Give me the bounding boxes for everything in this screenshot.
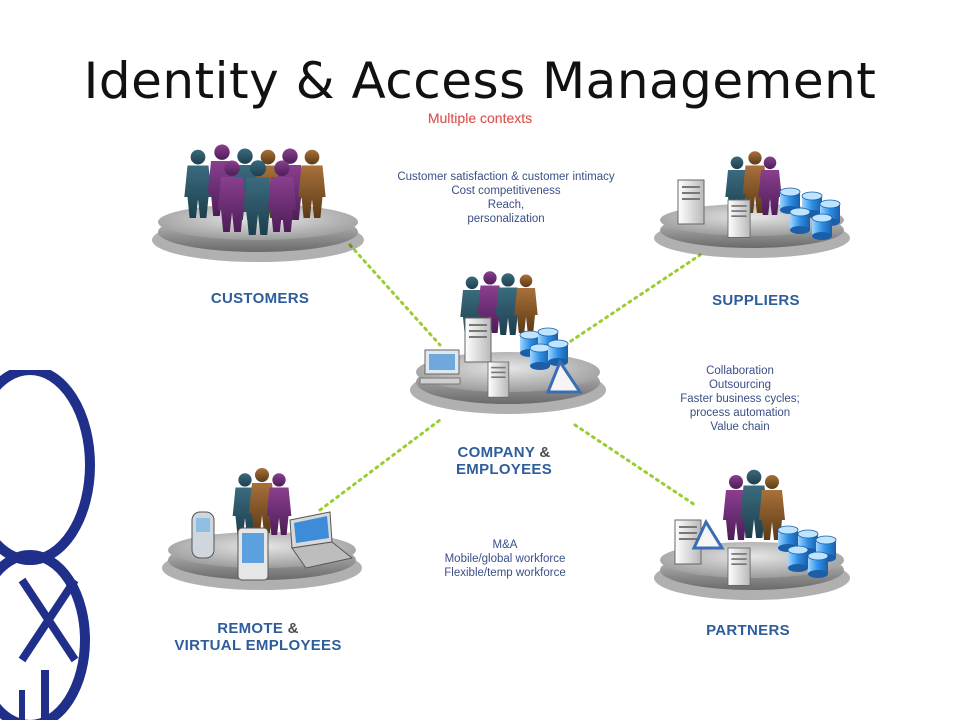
- server-icon: [464, 317, 492, 363]
- desktop-icon: [419, 349, 461, 385]
- connector-partners: [573, 423, 697, 507]
- remote-note: M&A Mobile/global workforce Flexible/tem…: [444, 539, 566, 579]
- suppliers-label: SUPPLIERS: [712, 292, 800, 309]
- partners-node: [654, 469, 850, 600]
- identity-prism-icon: [691, 518, 725, 550]
- remote-label: REMOTE & VIRTUAL EMPLOYEES: [174, 620, 342, 654]
- company-label: COMPANY & EMPLOYEES: [455, 444, 553, 478]
- people-group-icon: [232, 468, 292, 535]
- connector-remote: [318, 418, 442, 512]
- suppliers-node: [654, 151, 850, 258]
- server-icon: [677, 179, 705, 225]
- connector-lines: [318, 243, 702, 512]
- remote-node: [162, 468, 362, 590]
- server-icon: [487, 361, 510, 398]
- suppliers-note: Collaboration Outsourcing Faster busines…: [680, 365, 800, 433]
- customers-node: [152, 144, 364, 262]
- connector-suppliers: [563, 253, 702, 347]
- partners-label: PARTNERS: [706, 622, 790, 639]
- company-node: [410, 271, 606, 414]
- identity-prism-icon: [545, 358, 583, 394]
- logo-icon: [0, 370, 95, 720]
- page-subtitle: Multiple contexts: [427, 110, 533, 126]
- pda-icon: [237, 527, 269, 581]
- customers-label: CUSTOMERS: [210, 290, 310, 307]
- people-group-icon: [723, 469, 785, 540]
- mobile-phone-icon: [191, 511, 215, 559]
- server-icon: [727, 199, 751, 238]
- customers-note: Customer satisfaction & customer intimac…: [397, 171, 615, 225]
- server-icon: [727, 547, 751, 586]
- laptop-icon: [289, 511, 354, 569]
- connector-customers: [348, 243, 442, 347]
- page-title: Identity & Access Management: [83, 52, 877, 110]
